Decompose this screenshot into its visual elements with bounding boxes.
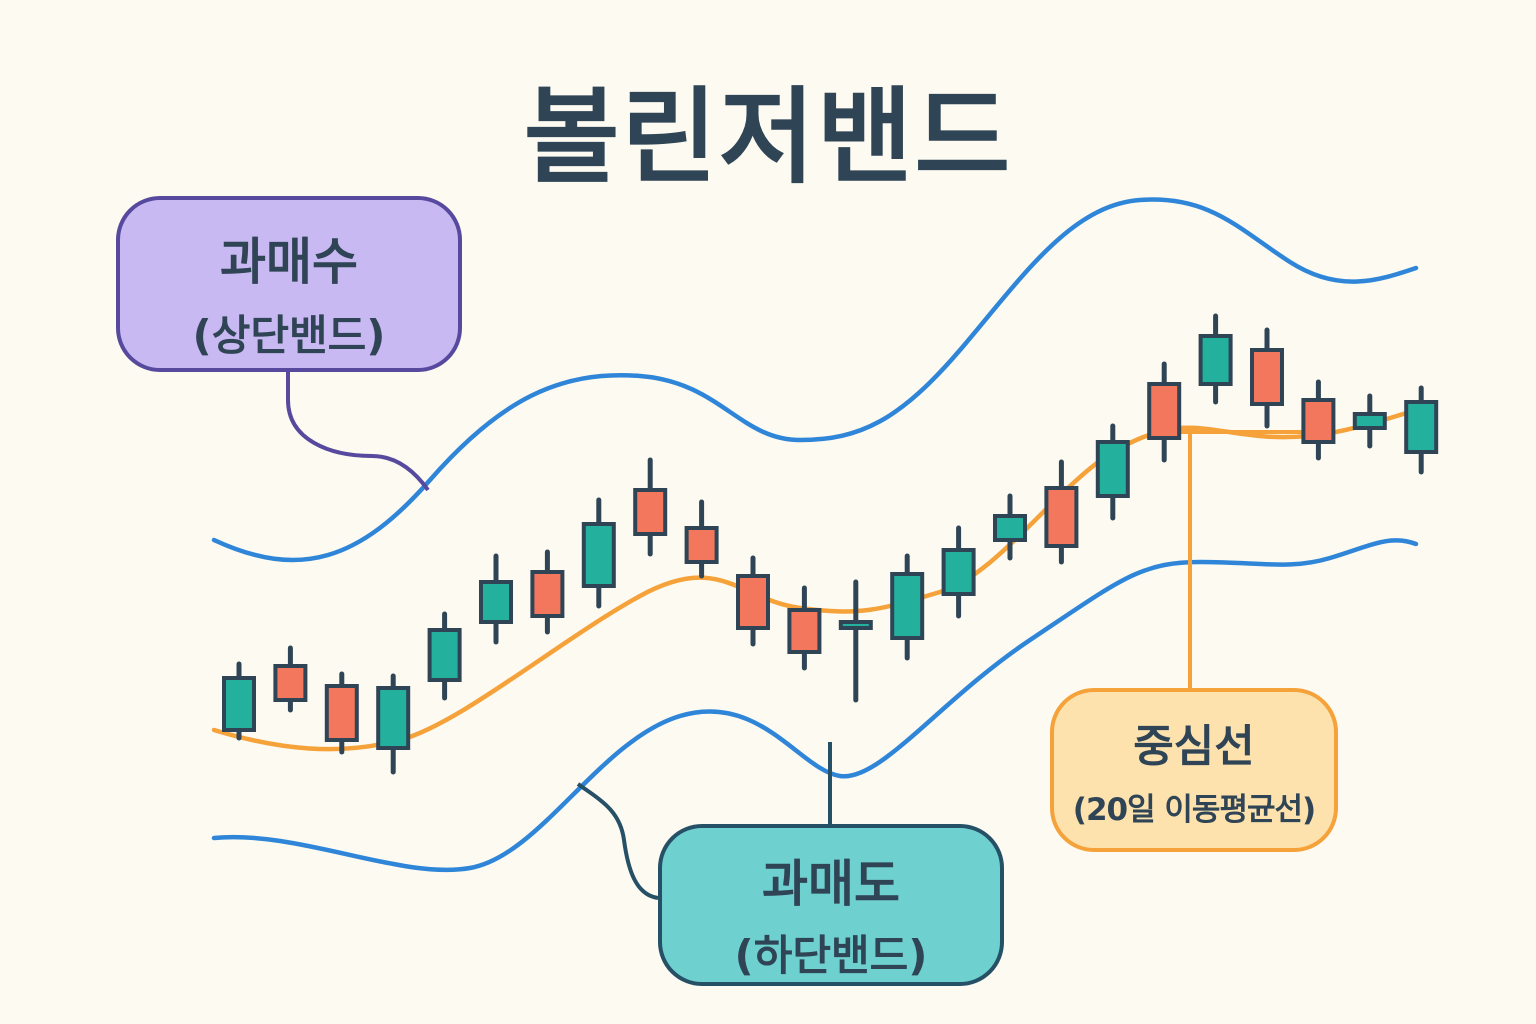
- bearish-candle: [530, 570, 565, 618]
- overbought-label: 과매수: [220, 233, 358, 291]
- bearish-candle: [633, 488, 668, 536]
- connector-overbought: [286, 372, 430, 492]
- bullish-candle: [1352, 412, 1387, 430]
- bullish-candle: [479, 580, 513, 624]
- bullish-candle: [1404, 400, 1439, 454]
- bearish-candle: [1250, 348, 1284, 406]
- lower-band-label: (하단밴드): [734, 931, 928, 980]
- oversold-label: 과매도: [762, 855, 900, 913]
- upper-band-label: (상단밴드): [192, 311, 386, 360]
- upper-band-line: [211, 197, 1419, 563]
- bearish-candle: [684, 526, 719, 564]
- bullish-candle: [581, 522, 616, 588]
- bullish-candle: [993, 514, 1027, 542]
- overbought-callout: 과매수 (상단밴드): [116, 196, 462, 372]
- bullish-candle: [1095, 440, 1130, 498]
- bullish-candle: [376, 686, 411, 750]
- connector-oversold: [576, 782, 659, 900]
- bearish-candle: [273, 664, 308, 702]
- bullish-candle: [838, 620, 873, 630]
- oversold-callout: 과매도 (하단밴드): [658, 824, 1004, 986]
- bullish-candle: [1198, 334, 1233, 386]
- bullish-candle: [890, 572, 925, 640]
- center-line-label: 중심선: [1133, 721, 1255, 772]
- bearish-candle: [787, 608, 822, 654]
- bearish-candle: [324, 684, 359, 742]
- bearish-candle: [736, 574, 770, 630]
- bearish-candle: [1301, 398, 1336, 444]
- bearish-candle: [1147, 382, 1182, 440]
- bullish-candle: [941, 548, 976, 596]
- moving-average-label: (20일 이동평균선): [1072, 792, 1316, 828]
- center-line-callout: 중심선 (20일 이동평균선): [1050, 688, 1338, 852]
- candlestick-series: [222, 313, 1439, 775]
- bullish-candle: [427, 628, 462, 682]
- lower-band-line: [211, 538, 1419, 873]
- diagram-title: 볼린저밴드: [523, 76, 1013, 198]
- bearish-candle: [1044, 486, 1079, 548]
- bullish-candle: [222, 676, 256, 732]
